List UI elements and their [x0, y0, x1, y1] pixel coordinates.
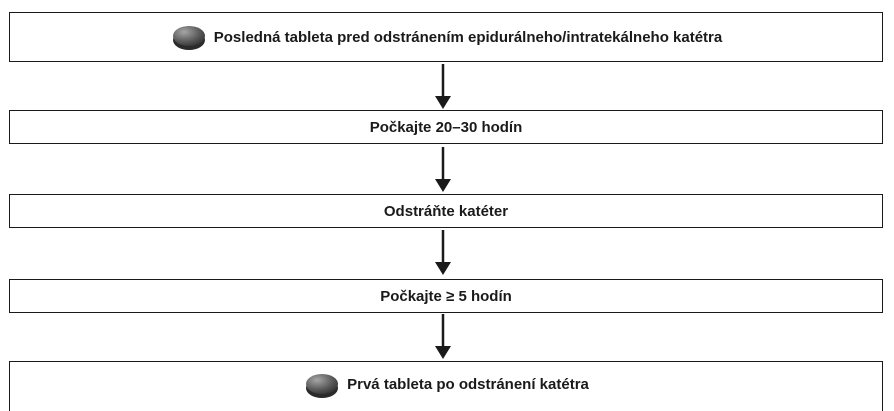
step-box-first-tablet: Prvá tableta po odstránení katétra: [9, 361, 883, 411]
arrow-down-icon: [435, 230, 451, 275]
pill-icon: [306, 374, 339, 398]
step-label: Prvá tableta po odstránení katétra: [347, 376, 589, 393]
pill-icon: [172, 26, 205, 50]
step-box-last-tablet: Posledná tableta pred odstránením epidur…: [9, 12, 883, 62]
step-box-wait-5: Počkajte ≥ 5 hodín: [9, 279, 883, 313]
step-label: Posledná tableta pred odstránením epidur…: [213, 28, 723, 46]
arrow-down-icon: [435, 314, 451, 359]
step-label: Počkajte ≥ 5 hodín: [380, 287, 512, 305]
arrow-down-icon: [435, 64, 451, 109]
step-box-remove-catheter: Odstráňte katéter: [9, 194, 883, 228]
step-label: Odstráňte katéter: [383, 202, 509, 220]
arrow-down-icon: [435, 147, 451, 192]
step-label: Počkajte 20–30 hodín: [369, 118, 523, 136]
step-box-wait-20-30: Počkajte 20–30 hodín: [9, 110, 883, 144]
